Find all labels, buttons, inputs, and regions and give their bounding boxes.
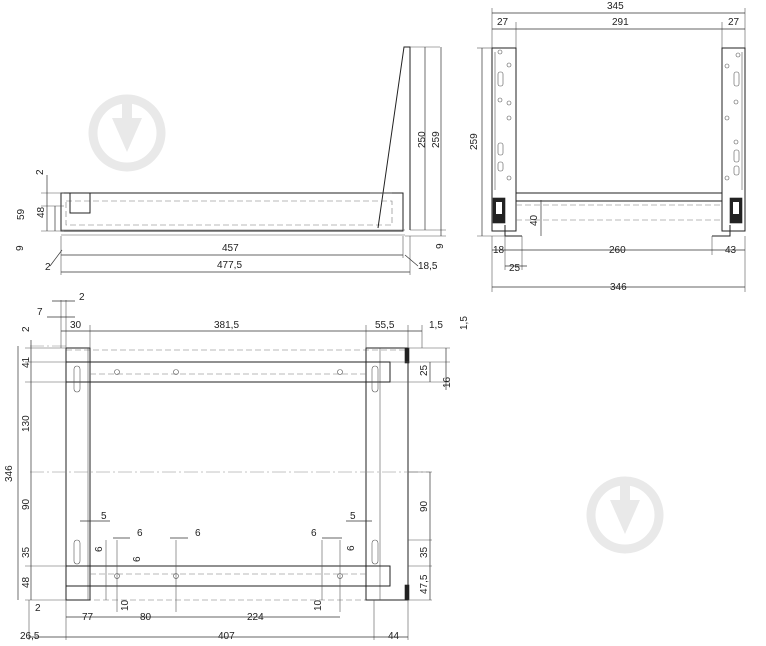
- dim-top-left-130: 130: [21, 415, 32, 432]
- dim-front-18: 18: [493, 245, 505, 256]
- dim-inner-6-b: 6: [195, 528, 201, 539]
- dim-inner-5-right: 5: [350, 511, 356, 522]
- top-view: 2 7 30 381,5 55,5 1,5 1,5 2 41 130 346 9…: [4, 292, 470, 642]
- dim-front-345: 345: [607, 1, 624, 12]
- dim-front-27-left: 27: [497, 17, 509, 28]
- dim-top-1-5-b: 1,5: [459, 316, 470, 330]
- dim-top-left-2-b: 2: [35, 603, 41, 614]
- dim-top-bottom-407: 407: [218, 631, 235, 642]
- dim-top-7: 7: [37, 307, 43, 318]
- dim-side-2-bottom: 2: [45, 262, 51, 273]
- dim-top-381-5: 381,5: [214, 320, 239, 331]
- dim-top-right-35: 35: [419, 546, 430, 558]
- dim-inner-6-vert: 6: [94, 546, 105, 552]
- dim-inner-6-d: 6: [346, 545, 357, 551]
- dim-front-43: 43: [725, 245, 737, 256]
- dim-front-27-right: 27: [728, 17, 740, 28]
- dim-top-left-35: 35: [21, 546, 32, 558]
- dim-top-1-5-a: 1,5: [429, 320, 443, 331]
- dim-top-left-346: 346: [4, 465, 15, 482]
- watermark-logo-bottom-icon: [586, 476, 664, 554]
- dim-top-bottom-44: 44: [388, 631, 400, 642]
- dim-top-bottom-224: 224: [247, 612, 264, 623]
- side-view: 2 59 48 9 2 457 477,5 18,5 250 259 9: [15, 46, 446, 275]
- dim-side-59: 59: [16, 208, 27, 220]
- dim-top-left-2: 2: [21, 326, 32, 332]
- dim-inner-5-left: 5: [101, 511, 107, 522]
- dim-top-bottom-26-5: 26,5: [20, 631, 40, 642]
- dim-top-left-41: 41: [21, 356, 32, 368]
- dim-inner-6-c: 6: [311, 528, 317, 539]
- dim-side-259: 259: [431, 131, 442, 148]
- dim-front-25: 25: [509, 263, 521, 274]
- dim-inner-10-right: 10: [313, 599, 324, 611]
- dim-front-40: 40: [529, 214, 540, 226]
- dim-side-18-5: 18,5: [418, 261, 438, 272]
- dim-top-left-48: 48: [21, 576, 32, 588]
- dim-top-2: 2: [79, 292, 85, 303]
- dim-top-left-90: 90: [21, 498, 32, 510]
- dim-side-2-top: 2: [35, 169, 46, 175]
- dim-side-48: 48: [36, 206, 47, 218]
- dim-side-457: 457: [222, 243, 239, 254]
- dim-top-right-90: 90: [419, 500, 430, 512]
- dim-inner-6-a: 6: [137, 528, 143, 539]
- dim-top-bottom-77: 77: [82, 612, 94, 623]
- dim-side-9-right: 9: [435, 243, 446, 249]
- front-view: 345 27 291 27: [469, 1, 746, 293]
- dim-side-250: 250: [417, 131, 428, 148]
- dim-top-right-47-5: 47,5: [419, 574, 430, 594]
- dim-front-291: 291: [612, 17, 629, 28]
- dim-side-477-5: 477,5: [217, 260, 242, 271]
- dim-side-9: 9: [15, 245, 26, 251]
- dim-top-bottom-80: 80: [140, 612, 152, 623]
- dim-front-259: 259: [469, 133, 480, 150]
- dim-inner-10-left: 10: [120, 599, 131, 611]
- dim-inner-6-vert-2: 6: [132, 556, 143, 562]
- dim-top-30: 30: [70, 320, 82, 331]
- dim-front-346: 346: [610, 282, 627, 293]
- dim-top-right-25: 25: [419, 364, 430, 376]
- dim-top-right-16: 16: [442, 376, 453, 388]
- dim-front-260: 260: [609, 245, 626, 256]
- watermark-logo-top-icon: [88, 94, 166, 172]
- dim-top-55-5: 55,5: [375, 320, 395, 331]
